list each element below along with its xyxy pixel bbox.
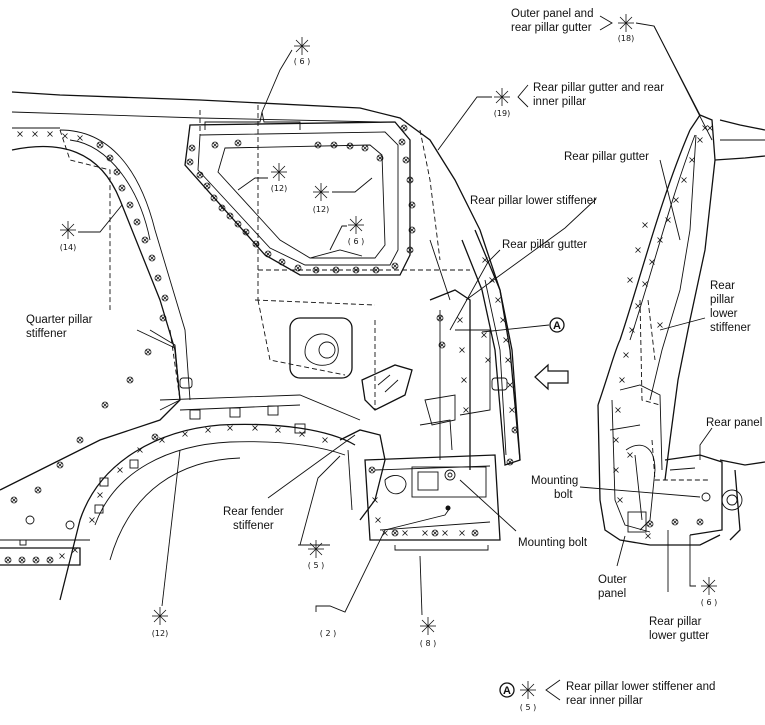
legend-text-1: Rear pillar lower stiffener and	[566, 681, 715, 693]
label-quarter-pillar-1: Quarter pillar	[26, 314, 93, 326]
leader-lower-stiffener	[465, 198, 597, 301]
label-rear-pillar-gutter-mid: Rear pillar gutter	[502, 239, 587, 251]
svg-text:A: A	[503, 685, 511, 697]
leader-mounting-bolt-right	[579, 486, 701, 498]
leader-stiffener-right	[659, 317, 706, 331]
legend: A ( 5 ) Rear pillar lower stiffener and …	[499, 679, 715, 712]
callout-12a: (12)	[237, 162, 288, 193]
label-rear-panel: Rear panel	[706, 417, 762, 429]
callout-5-mid: ( 5 )	[298, 455, 341, 570]
label-lower-gutter-1: Rear pillar	[649, 616, 702, 628]
svg-text:( 8 ): ( 8 )	[420, 639, 436, 648]
label-gutter-inner-2: inner pillar	[533, 96, 586, 108]
label-mounting-bolt-mid: Mounting bolt	[518, 537, 588, 549]
leader-mounting-bolt-mid	[459, 479, 517, 532]
label-stiffener-right-4: stiffener	[710, 322, 751, 334]
label-stiffener-right-1: Rear	[710, 280, 735, 292]
label-mounting-bolt-right-1: Mounting	[531, 475, 578, 487]
svg-text:(14): (14)	[60, 243, 76, 252]
svg-text:(19): (19)	[494, 109, 510, 118]
svg-text:(12): (12)	[152, 629, 168, 638]
leader-rear-panel	[699, 427, 713, 460]
leader-rear-fender	[267, 434, 356, 499]
detail-view-a	[597, 114, 765, 546]
svg-text:( 2 ): ( 2 )	[320, 629, 336, 638]
label-quarter-pillar-2: stiffener	[26, 328, 67, 340]
label-stiffener-right-2: pillar	[710, 294, 734, 306]
svg-text:( 6 ): ( 6 )	[294, 57, 310, 66]
leader-gutter-mid	[449, 249, 501, 331]
svg-text:( 5 ): ( 5 )	[308, 561, 324, 570]
main-body-side	[0, 91, 521, 601]
label-outer-panel-gutter-1: Outer panel and	[511, 8, 593, 20]
label-outer-panel-gutter-2: rear pillar gutter	[511, 22, 592, 34]
label-stiffener-right-3: lower	[710, 308, 738, 320]
callout-12b: (12)	[312, 177, 373, 214]
leader-gutter-right	[659, 159, 681, 241]
svg-text:( 6 ): ( 6 )	[348, 237, 364, 246]
callout-8: ( 8 )	[394, 545, 489, 648]
label-outer-panel-1: Outer	[598, 574, 627, 586]
label-mounting-bolt-right-2: bolt	[554, 489, 573, 501]
svg-text:A: A	[553, 320, 561, 332]
label-rear-pillar-gutter-right: Rear pillar gutter	[564, 151, 649, 163]
svg-text:(12): (12)	[271, 184, 287, 193]
label-outer-panel-2: panel	[598, 588, 626, 600]
callout-19: (19)	[437, 84, 529, 151]
label-rear-pillar-lower-stiffener: Rear pillar lower stiffener	[470, 195, 597, 207]
label-rear-fender-2: stiffener	[233, 520, 274, 532]
label-gutter-inner-1: Rear pillar gutter and rear	[533, 82, 664, 94]
callout-6-right: ( 6 )	[689, 535, 718, 607]
view-arrow	[534, 363, 569, 391]
leader-quarter-pillar	[136, 329, 176, 349]
detail-marker-a: A	[481, 317, 565, 333]
callout-2: ( 2 )	[315, 507, 451, 638]
callout-12-bottom: (12)	[151, 449, 181, 638]
label-rear-fender-1: Rear fender	[223, 506, 284, 518]
callout-14: (14)	[59, 204, 123, 252]
svg-text:(12): (12)	[313, 205, 329, 214]
callout-18: (18)	[599, 13, 713, 141]
svg-text:(18): (18)	[618, 34, 634, 43]
label-lower-gutter-2: lower gutter	[649, 630, 709, 642]
callout-6-top: ( 6 )	[204, 36, 311, 130]
legend-text-2: rear inner pillar	[566, 695, 643, 707]
svg-text:( 6 ): ( 6 )	[701, 598, 717, 607]
leader-outer-panel	[616, 535, 626, 567]
svg-text:( 5 ): ( 5 )	[520, 703, 536, 712]
callout-6-mid: ( 6 )	[309, 215, 365, 259]
